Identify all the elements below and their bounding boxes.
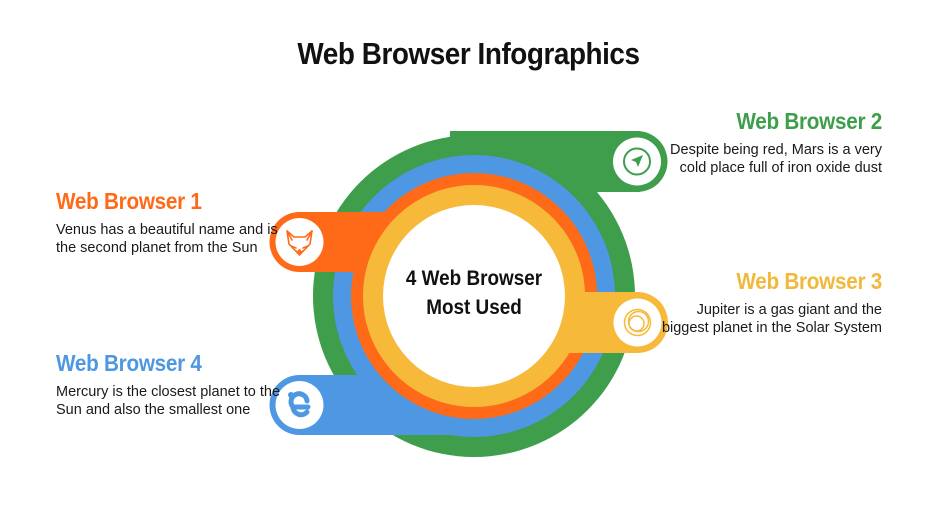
- browser-3-heading: Web Browser 3: [736, 268, 882, 294]
- center-line-2: Most Used: [426, 296, 522, 319]
- browser-3-description: Jupiter is a gas giant and the biggest p…: [661, 302, 882, 336]
- browser-3-block: Web Browser 3 Jupiter is a gas giant and…: [652, 268, 882, 337]
- browser-2-block: Web Browser 2 Despite being red, Mars is…: [652, 108, 882, 177]
- browser-4-heading: Web Browser 4: [56, 350, 202, 376]
- edge-e-icon: [275, 381, 324, 429]
- browser-1-block: Web Browser 1 Venus has a beautiful name…: [56, 188, 286, 257]
- fox-icon: [275, 218, 324, 266]
- browser-1-description: Venus has a beautiful name and is the se…: [56, 222, 278, 256]
- center-label: 4 Web Browser Most Used: [393, 264, 555, 322]
- compass-icon: [613, 137, 661, 186]
- browser-4-block: Web Browser 4 Mercury is the closest pla…: [56, 350, 286, 419]
- page-title: Web Browser Infographics: [297, 36, 640, 71]
- browser-2-description: Despite being red, Mars is a very cold p…: [670, 142, 882, 176]
- center-line-1: 4 Web Browser: [405, 267, 543, 290]
- browser-1-heading: Web Browser 1: [56, 188, 202, 214]
- center-circle: [383, 205, 565, 387]
- browser-2-heading: Web Browser 2: [736, 108, 882, 134]
- swirl-icon: [613, 298, 662, 347]
- browser-4-description: Mercury is the closest planet to the Sun…: [56, 384, 281, 418]
